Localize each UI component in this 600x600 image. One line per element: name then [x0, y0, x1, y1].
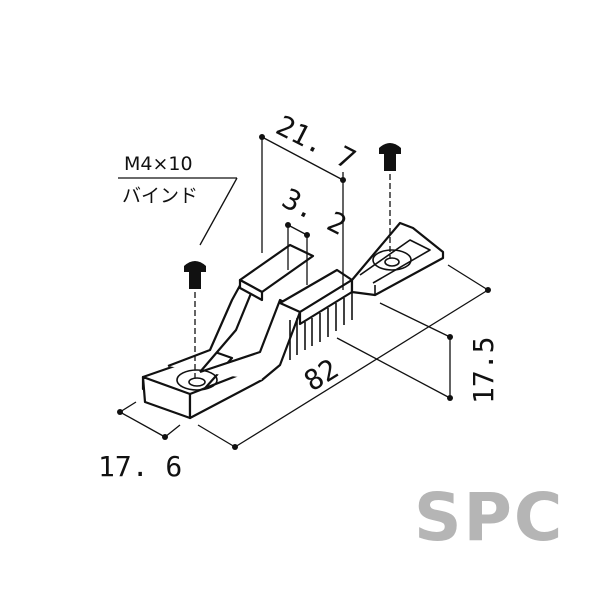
dimension-21-7: [259, 134, 346, 290]
dimension-label-length: 82: [298, 352, 344, 398]
dimension-3-2: [285, 222, 310, 285]
bracket-part: [141, 221, 445, 420]
spc-logo: SPC: [414, 479, 564, 556]
dimension-17-6: [117, 401, 181, 440]
screw-right: [379, 143, 401, 258]
screw-spec-leader: [118, 177, 238, 246]
dimension-label-top-width: 21. 7: [271, 109, 361, 177]
dimension-label-height: 17.5: [467, 337, 500, 404]
screw-size-label: M4×10: [124, 153, 193, 175]
dimension-label-end-width: 17. 6: [98, 450, 182, 483]
screw-hole-left: [176, 369, 218, 391]
screw-type-label: バインド: [122, 185, 198, 207]
dimension-82: [197, 264, 491, 450]
screw-left: [184, 261, 206, 378]
screw-hole-right: [372, 249, 412, 271]
dimension-17-5: [336, 302, 453, 401]
